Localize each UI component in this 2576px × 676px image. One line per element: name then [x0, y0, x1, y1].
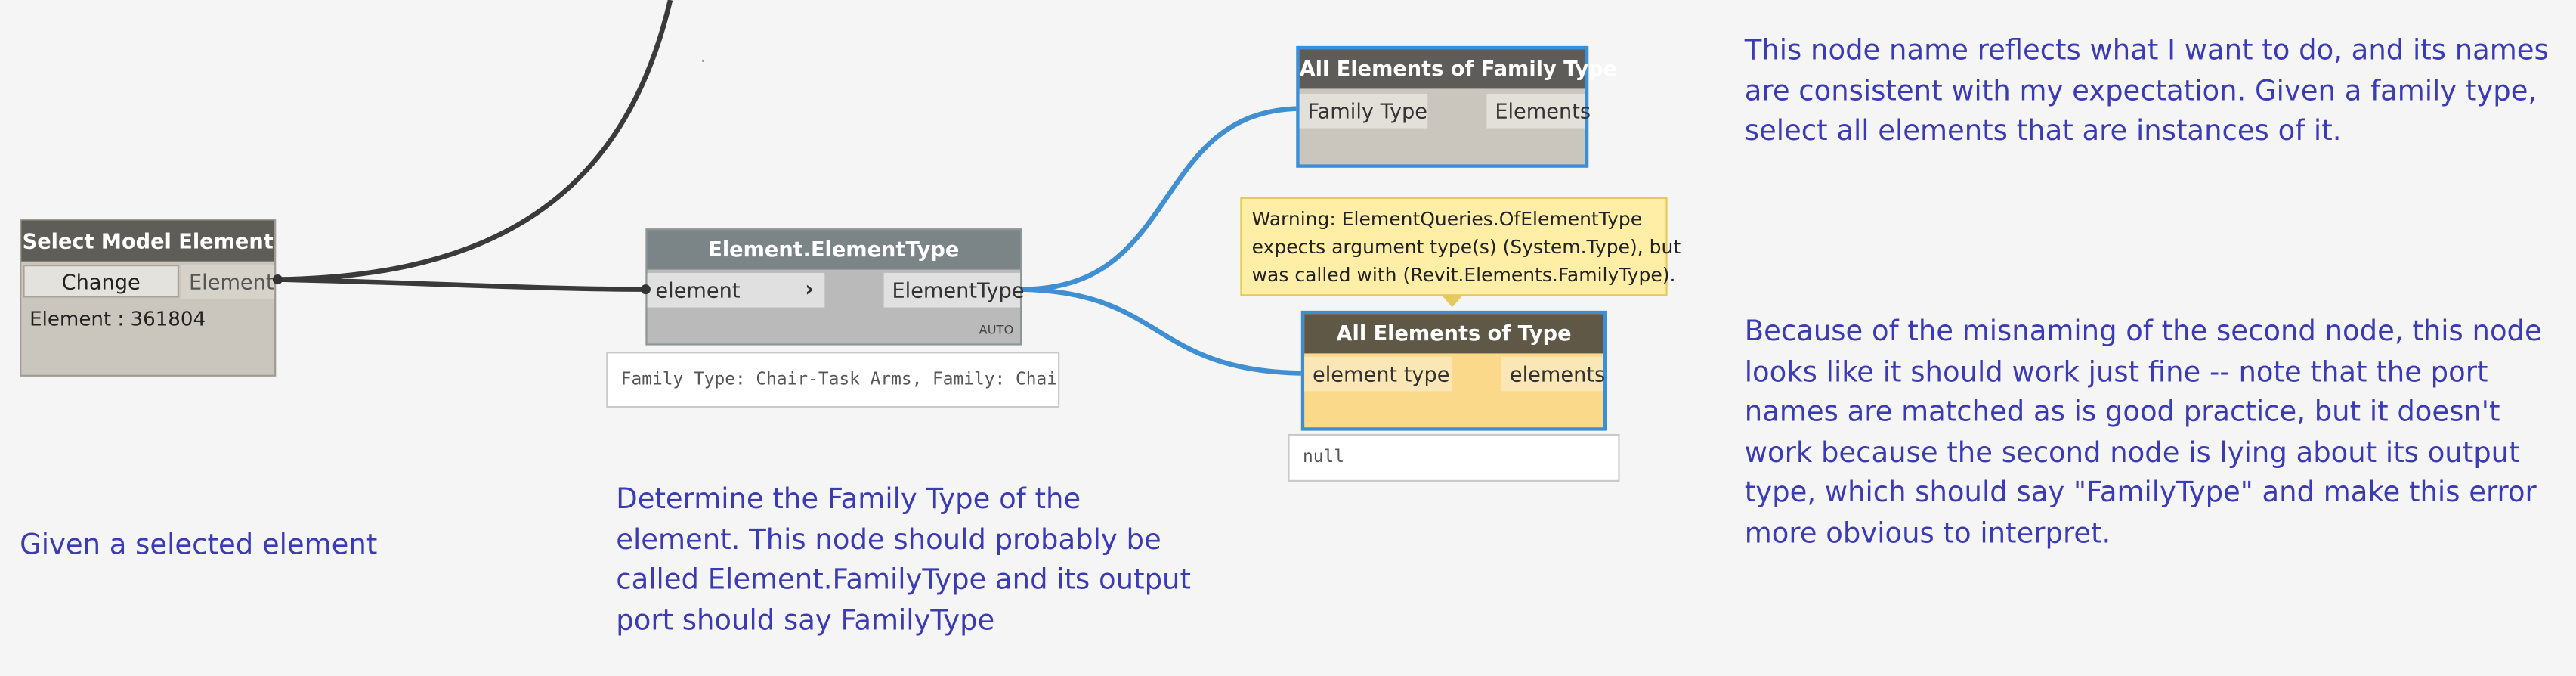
- wire-element-to-element-type[interactable]: [279, 277, 646, 292]
- note-line: looks like it should work just fine -- n…: [1744, 355, 2488, 389]
- note-given-selected-element[interactable]: Given a selected element: [20, 529, 378, 563]
- node-title: Element.ElementType: [647, 230, 1021, 270]
- output-port-elements[interactable]: elements: [1501, 356, 1605, 392]
- note-family-type-node[interactable]: This node name reflects what I want to d…: [1745, 31, 2549, 152]
- note-line: type, which should say "FamilyType" and …: [1744, 476, 2537, 510]
- note-line: more obvious to interpret.: [1744, 516, 2111, 550]
- element-type-preview: Family Type: Chair-Task Arms, Family: Ch…: [606, 352, 1060, 408]
- warning-tooltip: Warning: ElementQueries.OfElementType ex…: [1240, 197, 1681, 296]
- warning-pointer: [1442, 296, 1462, 308]
- canvas-speck: [701, 59, 704, 62]
- note-line: work because the second node is lying ab…: [1744, 436, 2520, 470]
- element-elementtype-node[interactable]: Element.ElementType element › ElementTyp…: [645, 228, 1024, 346]
- warning-line-2: expects argument type(s) (System.Type), …: [1251, 234, 1681, 259]
- note-determine-family-type[interactable]: Determine the Family Type of the element…: [616, 480, 1191, 641]
- node-title: All Elements of Type: [1304, 314, 1603, 354]
- note-line: Because of the misnaming of the second n…: [1744, 315, 2542, 349]
- input-port-element[interactable]: element: [647, 272, 825, 308]
- note-line: port should say FamilyType: [616, 603, 995, 637]
- chevron-right-icon[interactable]: ›: [805, 278, 814, 303]
- input-port-family-type[interactable]: Family Type: [1299, 93, 1428, 129]
- input-port-element-type[interactable]: element type: [1304, 356, 1452, 392]
- note-line: names are matched as is good practice, b…: [1744, 395, 2500, 429]
- all-elements-of-type-preview: null: [1288, 433, 1620, 482]
- note-line: select all elements that are instances o…: [1744, 115, 2342, 148]
- wire-offscreen-to-select[interactable]: [279, 0, 673, 282]
- node-title: Select Model Element: [21, 220, 275, 262]
- node-title: All Elements of Family Type: [1299, 49, 1617, 89]
- input-connector-dot[interactable]: [640, 284, 651, 295]
- note-line: element. This node should probably be: [616, 523, 1161, 557]
- all-elements-of-family-type-node[interactable]: All Elements of Family Type Family Type …: [1296, 45, 1617, 168]
- output-connector-dot[interactable]: [272, 274, 283, 285]
- note-line: are consistent with my expectation. Give…: [1744, 74, 2537, 108]
- element-id-value: Element : 361804: [29, 307, 206, 330]
- warning-line-3: was called with (Revit.Elements.FamilyTy…: [1251, 262, 1676, 287]
- all-elements-of-type-node[interactable]: All Elements of Type element type elemen…: [1300, 310, 1607, 431]
- note-misnaming[interactable]: Because of the misnaming of the second n…: [1745, 312, 2542, 554]
- output-port-elementtype[interactable]: ElementType: [883, 272, 1024, 308]
- output-port-element[interactable]: Element: [181, 265, 275, 299]
- wire-elementtype-to-family-type[interactable]: [1022, 106, 1300, 292]
- note-line: This node name reflects what I want to d…: [1744, 34, 2549, 68]
- select-model-element-node[interactable]: Select Model Element Change Element Elem…: [20, 219, 277, 377]
- note-line: Determine the Family Type of the: [616, 483, 1081, 516]
- warning-line-1: Warning: ElementQueries.OfElementType: [1251, 206, 1643, 231]
- output-port-elements[interactable]: Elements: [1486, 93, 1591, 129]
- note-line: called Element.FamilyType and its output: [616, 563, 1191, 597]
- wire-elementtype-to-element-type[interactable]: [1022, 287, 1305, 376]
- change-button[interactable]: Change: [23, 265, 179, 298]
- lacing-indicator: AUTO: [979, 322, 1014, 337]
